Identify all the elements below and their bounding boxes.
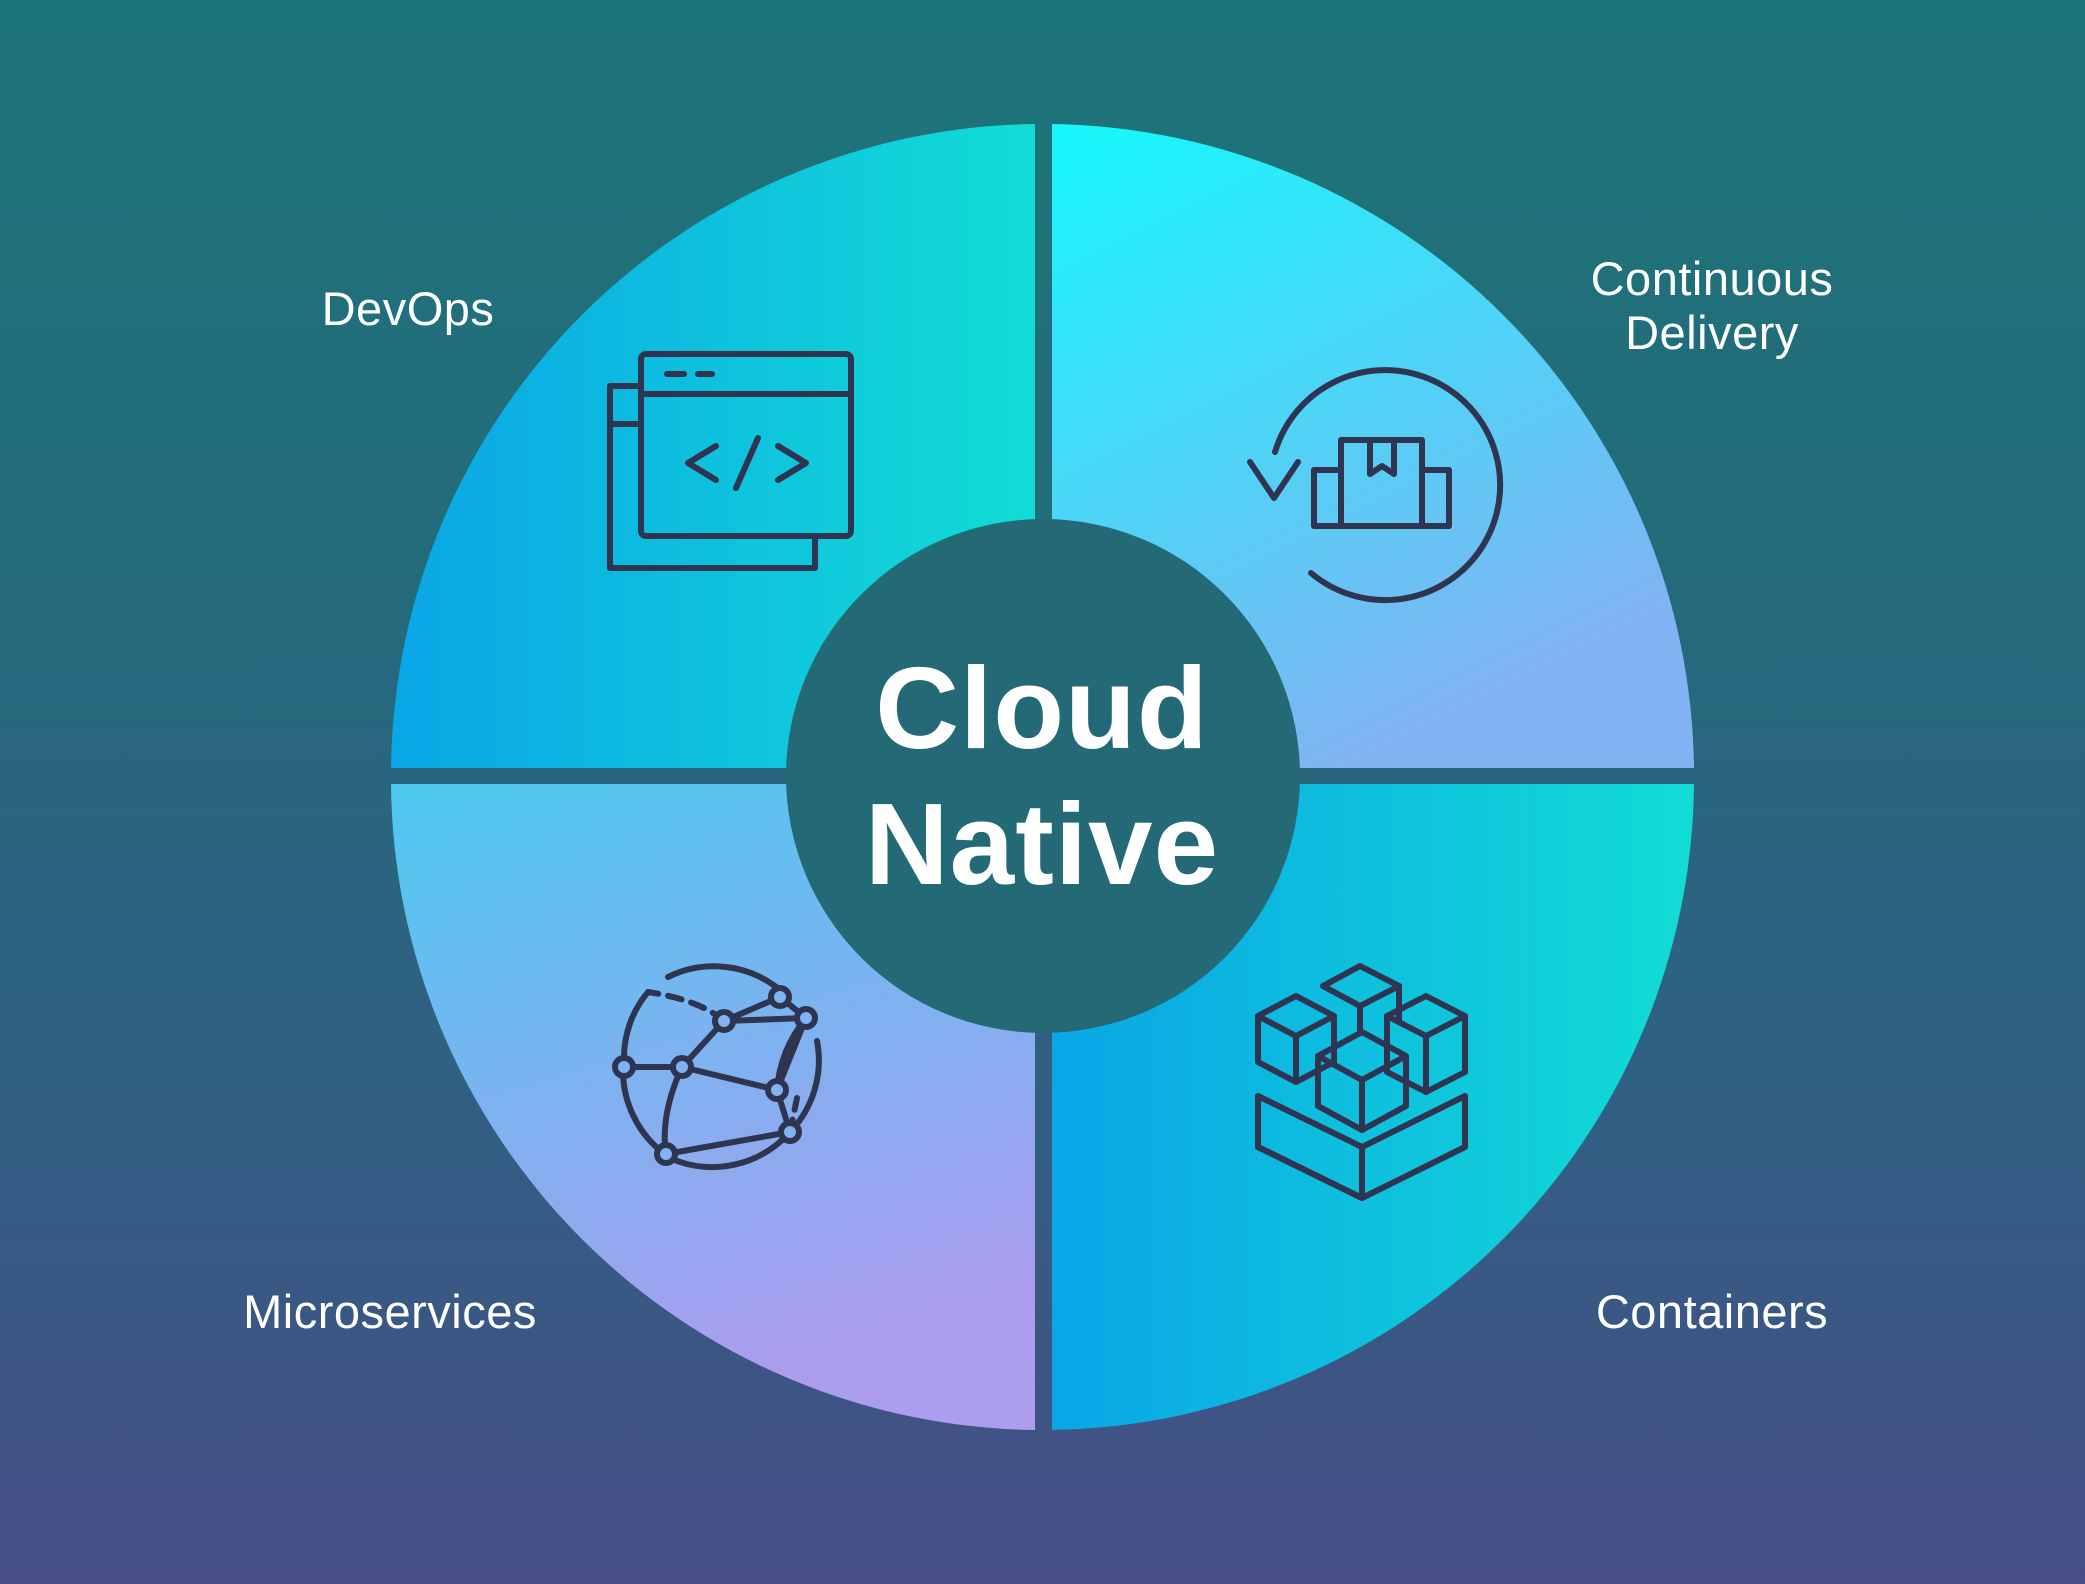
- label-containers: Containers: [1595, 1285, 1829, 1338]
- package-cycle-icon: [1247, 367, 1504, 604]
- label-continuous-delivery: Continuous Delivery: [1590, 252, 1834, 359]
- center-title: Cloud Native: [786, 640, 1298, 912]
- center-circle: [786, 519, 1300, 1033]
- network-globe-icon: [612, 963, 822, 1171]
- center-title-line2: Native: [864, 779, 1220, 909]
- stacked-cubes-icon: [1255, 963, 1468, 1201]
- code-window-icon: [607, 351, 854, 571]
- label-devops: DevOps: [321, 282, 495, 335]
- center-title-line1: Cloud: [875, 643, 1209, 773]
- label-microservices: Microservices: [243, 1285, 537, 1338]
